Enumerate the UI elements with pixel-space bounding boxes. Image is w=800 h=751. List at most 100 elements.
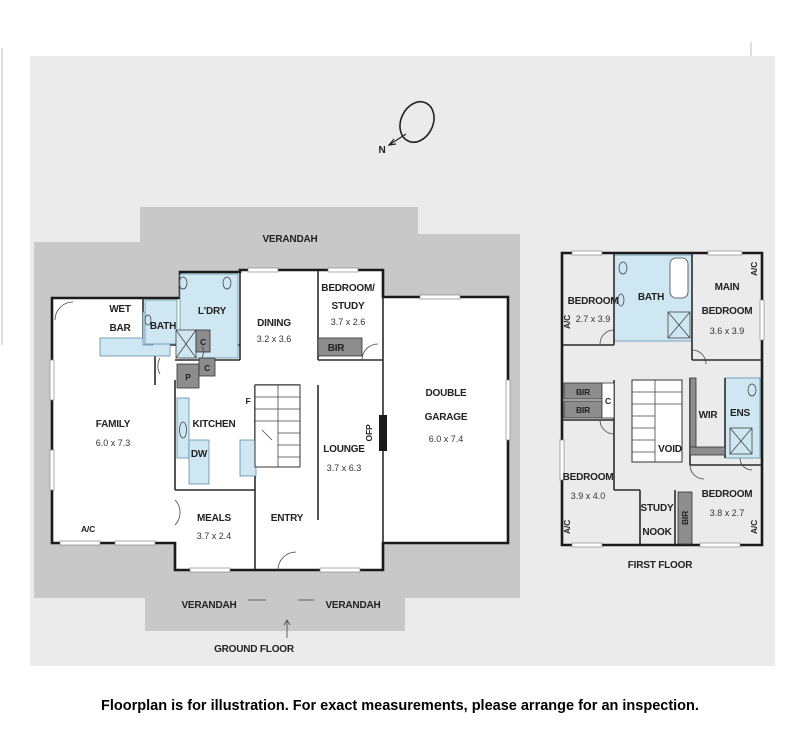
door-swing [599,419,615,435]
meals-size: 3.7 x 2.4 [197,531,232,541]
wir-wall [689,377,697,454]
window [707,250,743,256]
basin-icon [617,293,625,307]
first-floor-plan: BEDROOM 2.7 x 3.9 BATH MAIN BEDROOM 3.6 … [559,250,765,571]
main-bedroom-label: MAIN [715,282,740,293]
bir-label: BIR [328,343,346,354]
main-bedroom-label: BEDROOM [702,306,753,317]
cupboard-label: C [204,363,210,373]
window [327,267,359,273]
kitchen-bench [176,397,190,459]
family-size: 6.0 x 7.3 [96,438,131,448]
bath-label: BATH [150,321,176,332]
north-arrow-icon [388,133,407,146]
door-swing [277,551,297,571]
window [49,449,55,491]
window [247,267,279,273]
bath-label: BATH [638,292,664,303]
north-label: N [378,145,385,156]
bedroom-study-label: STUDY [332,301,365,312]
bir-label: BIR [576,405,590,415]
verandah-bottom-right-label: VERANDAH [325,600,380,611]
ground-floor-outer-wall [50,268,510,572]
main-bedroom-size: 3.6 x 3.9 [710,326,745,336]
garage-size: 6.0 x 7.4 [429,434,464,444]
window [571,542,603,548]
wir-wall [689,446,726,456]
bath-area [144,299,178,345]
family-label: FAMILY [96,419,131,430]
cupboard [195,329,211,353]
entry-label: ENTRY [271,513,304,524]
bedroom-nw-label: BEDROOM [568,296,619,307]
sink-icon [179,421,187,439]
ac-label: A/C [562,520,572,534]
pantry-label: P [185,372,191,382]
window [759,299,765,341]
ac-label: A/C [562,315,572,329]
window [59,540,101,546]
compass-circle [399,101,435,143]
toilet-icon [618,261,628,275]
ground-floor-title: GROUND FLOOR [214,644,295,655]
disclaimer-text: Floorplan is for illustration. For exact… [101,698,699,714]
wet-bar-label: BAR [109,323,131,334]
bedroom-study-size: 3.7 x 2.6 [331,317,366,327]
bedroom-nw-size: 2.7 x 3.9 [576,314,611,324]
fridge-label: F [246,396,251,406]
door-swing [174,499,181,526]
basin-icon [222,276,232,290]
window [49,359,55,401]
study-nook-label: STUDY [641,503,674,514]
toilet-icon [178,276,188,290]
fireplace-label: OFP [364,424,374,441]
bir-cupboard [677,491,693,545]
north-arrow-head-icon [387,138,397,146]
dining-label: DINING [257,318,291,329]
bedroom-se-label: BEDROOM [702,489,753,500]
window [505,379,511,441]
bedroom-sw-size: 3.9 x 4.0 [571,491,606,501]
shower-cross [729,427,753,455]
door-swing [361,343,379,361]
void-label: VOID [658,444,682,455]
first-floor-title: FIRST FLOOR [628,560,693,571]
lounge-size: 3.7 x 6.3 [327,463,362,473]
cupboard [198,357,216,377]
window [319,567,361,573]
verandah-top-label: VERANDAH [262,234,317,245]
garage-label: GARAGE [425,412,468,423]
door-swing [157,357,161,375]
door-swing [201,345,204,359]
basin-icon [144,314,152,326]
cupboard-label: C [200,337,206,347]
bir-label: BIR [576,387,590,397]
wet-bar-label: WET [109,304,131,315]
dining-size: 3.2 x 3.6 [257,334,292,344]
bir-cupboard [317,337,363,357]
kitchen-island [239,439,257,477]
cupboard-label: C [605,396,611,406]
entry-arrow-head-icon [283,619,291,626]
ac-label: A/C [749,520,759,534]
toilet-icon [747,383,757,397]
cupboard [601,382,615,419]
door-swing [54,301,74,321]
door-swing [739,457,753,471]
shower-cross [667,311,691,339]
stairs [631,379,683,463]
bedroom-study-label: BEDROOM/ [321,283,375,294]
window [559,439,565,481]
ac-label: A/C [749,262,759,276]
study-nook-label: NOOK [642,527,672,538]
garage-label: DOUBLE [425,388,467,399]
meals-label: MEALS [197,513,232,524]
bedroom-sw-label: BEDROOM [563,472,614,483]
window [571,250,603,256]
shower-cross [175,329,197,359]
window [699,542,741,548]
window [189,567,231,573]
kitchen-label: KITCHEN [192,419,235,430]
door-swing [691,349,707,365]
